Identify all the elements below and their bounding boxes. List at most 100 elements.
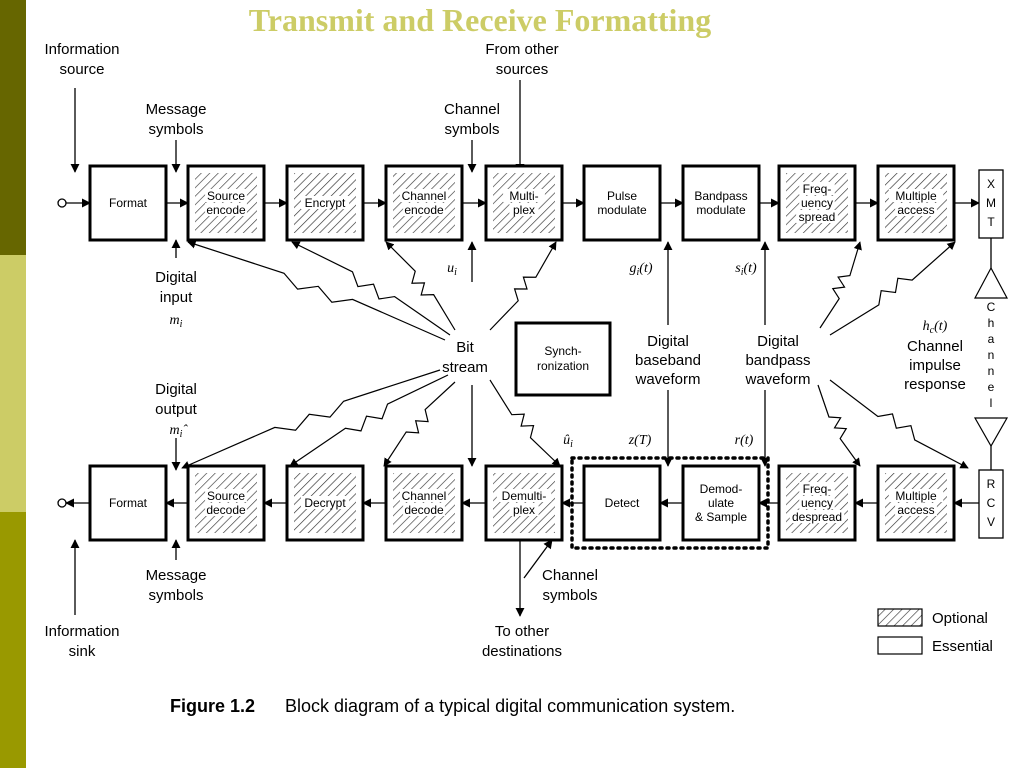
- tx-encrypt-label-line-1: Encrypt: [305, 196, 346, 210]
- tx-channel-encode-label-bg: [399, 189, 449, 202]
- u-hat-i-label: ûi: [563, 433, 573, 450]
- rx-antenna-icon: [973, 417, 1009, 448]
- caption-text: Block diagram of a typical digital commu…: [285, 696, 736, 716]
- bandpass-to-rx-multiple-access: [829, 379, 969, 469]
- tx-bandpass-modulate-label-line-1: Bandpass: [694, 189, 747, 203]
- xmt-box-letter-1: X: [987, 177, 995, 191]
- digital-input-label-line-2: input: [160, 289, 193, 306]
- rx-freq-uency-despread-label-line-2: uency: [801, 496, 833, 510]
- legend-optional-label: Optional: [932, 610, 988, 627]
- sidebar-band-dark: [0, 0, 26, 255]
- tx-encrypt-label-bg: [300, 196, 350, 209]
- channel-symbols-bottom-arrow: [523, 539, 553, 579]
- g-i-t-label: gi(t): [630, 261, 653, 278]
- from-other-sources-label-line-1: From other: [485, 41, 558, 58]
- to-other-destinations-label-line-2: destinations: [482, 643, 562, 660]
- digital-output-label-line-1: Digital: [155, 381, 197, 398]
- m-hat-i-label: mî: [170, 423, 189, 440]
- channel-impulse-label-line-2: impulse: [909, 357, 961, 374]
- to-other-destinations-label-line-1: To other: [495, 623, 549, 640]
- legend-essential-label: Essential: [932, 638, 993, 655]
- xmt-box-frame: [978, 169, 1004, 239]
- rx-source-decode-label-bg: [205, 503, 247, 516]
- rx-demod-ulate-sample-label-line-1: Demod-: [700, 482, 743, 496]
- digital-baseband-label-line-3: waveform: [634, 371, 700, 388]
- digital-bandpass-label-line-1: Digital: [757, 333, 799, 350]
- channel-symbols-bottom-label-line-1: Channel: [542, 567, 598, 584]
- tx-multiple-access-label-bg: [895, 203, 937, 216]
- tx-pulse-modulate-block-frame: [582, 164, 662, 242]
- channel-symbols-bottom-label-line-2: symbols: [542, 587, 597, 604]
- synchronization-label-line-1: Synch-: [544, 344, 581, 358]
- xmt-box-letter-3: T: [987, 215, 995, 229]
- tx-freq-uency-spread-label-bg: [799, 196, 835, 209]
- digital-bandpass-label-line-3: waveform: [744, 371, 810, 388]
- bitstream-to-channel-decode: [383, 381, 456, 467]
- information-source-label-line-2: source: [59, 61, 104, 78]
- detect-demod-group: [570, 456, 770, 550]
- tx-channel-encode-label-line-1: Channel: [402, 189, 447, 203]
- rx-format-block: Format: [88, 464, 168, 542]
- tx-bandpass-modulate-label-line-2: modulate: [696, 203, 746, 217]
- z-T-label: z(T): [628, 433, 652, 448]
- bit-stream-label-line-2: stream: [442, 359, 488, 376]
- rx-freq-uency-despread-label-line-1: Freq-: [803, 482, 832, 496]
- s-i-t-label: si(t): [735, 261, 757, 278]
- bandpass-to-freq-despread: [817, 384, 861, 467]
- rx-multiple-access-label-bg: [888, 489, 944, 502]
- rcv-box: RCV: [978, 469, 1004, 539]
- tx-multiple-access-label-line-2: access: [897, 203, 934, 217]
- tx-channel-encode-label-bg: [403, 203, 445, 216]
- xmt-box-letter-2: M: [986, 196, 996, 210]
- rx-demod-ulate-sample-block: Demod-ulate& Sample: [681, 464, 761, 542]
- rx-multiple-access-label-line-1: Multiple: [895, 489, 937, 503]
- tx-source-encode-label-bg: [205, 189, 247, 202]
- caption-figure-number: Figure 1.2: [170, 696, 256, 716]
- bitstream-to-multiplex: [489, 241, 557, 331]
- rx-detect-block: Detect: [582, 464, 662, 542]
- tx-multiple-access-label-bg: [888, 189, 944, 202]
- rx-channel-decode-label-line-2: decode: [404, 503, 444, 517]
- tx-format-block-frame: [88, 164, 168, 242]
- rx-decrypt-block: Decrypt: [285, 464, 365, 542]
- rx-demulti-plex-label-line-2: plex: [513, 503, 535, 517]
- connectors: [57, 80, 992, 617]
- rx-demod-ulate-sample-label-line-3: & Sample: [695, 510, 747, 524]
- tx-source-encode-label-bg: [205, 203, 247, 216]
- tx-format-block: Format: [88, 164, 168, 242]
- channel-symbols-top-label-line-1: Channel: [444, 101, 500, 118]
- rx-source-decode-label-line-1: Source: [207, 489, 245, 503]
- rx-demulti-plex-label-bg: [496, 489, 552, 502]
- message-symbols-top-label-line-2: symbols: [148, 121, 203, 138]
- bandpass-to-freq-spread: [819, 241, 862, 329]
- digital-input-label-line-1: Digital: [155, 269, 197, 286]
- channel-impulse-label-line-1: Channel: [907, 338, 963, 355]
- tx-multi-plex-block: Multi-plex: [484, 164, 564, 242]
- m-i-label: mi: [170, 313, 183, 330]
- rx-channel-decode-label-bg: [403, 503, 445, 516]
- rx-freq-uency-despread-label-bg: [799, 496, 835, 509]
- channel-letter-2: h: [988, 316, 995, 330]
- bitstream-to-encrypt: [291, 241, 451, 336]
- rcv-box-letter-2: C: [987, 496, 996, 510]
- message-symbols-bottom-label-line-2: symbols: [148, 587, 203, 604]
- figure-caption: Figure 1.2 Block diagram of a typical dig…: [170, 696, 735, 717]
- tx-multi-plex-label-line-1: Multi-: [509, 189, 538, 203]
- information-source-label-line-1: Information: [44, 41, 119, 58]
- tx-channel-encode-label-line-2: encode: [404, 203, 444, 217]
- rcv-box-frame: [978, 469, 1004, 539]
- message-symbols-top-label-line-1: Message: [146, 101, 207, 118]
- slide-title: Transmit and Receive Formatting: [248, 2, 712, 38]
- rx-source-decode-label-bg: [205, 489, 247, 502]
- bitstream-to-demultiplex: [489, 379, 561, 467]
